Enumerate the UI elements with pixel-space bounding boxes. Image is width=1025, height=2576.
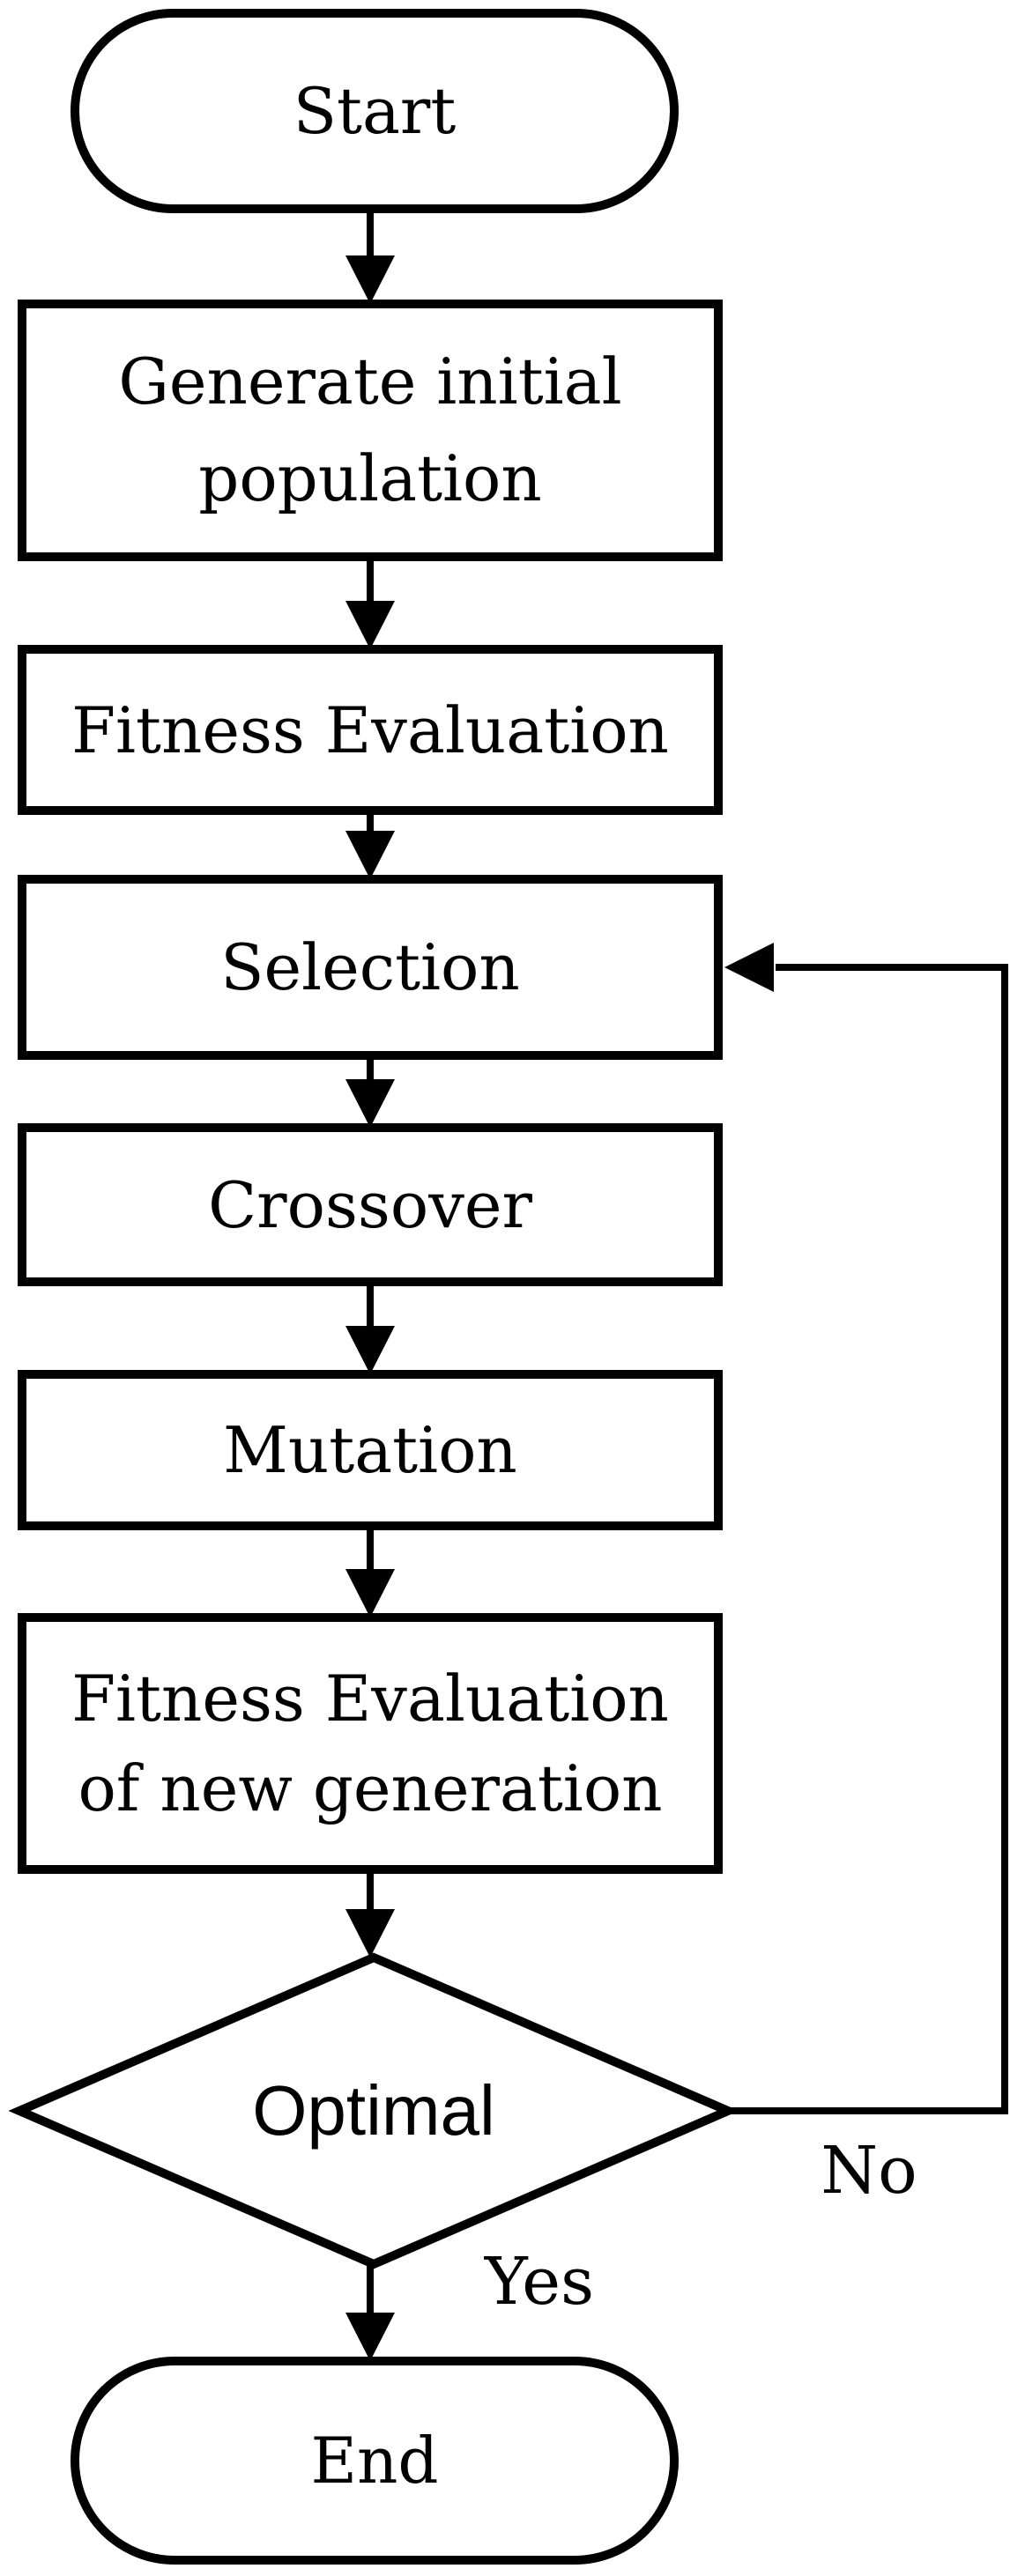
arrowhead-into-fitness2: [345, 1569, 395, 1617]
selection-box: [18, 875, 723, 1060]
arrowhead-into-generate: [345, 255, 395, 304]
arrowhead-into-fitness: [345, 601, 395, 649]
arrowhead-into-selection-top: [345, 831, 395, 879]
fitness-evaluation-box: [18, 645, 723, 815]
arrowhead-into-crossover: [345, 1079, 395, 1128]
optimal-decision-diamond: [8, 1952, 739, 2269]
arrowhead-into-mutation: [345, 1326, 395, 1374]
start-terminator-shape: [71, 9, 679, 213]
end-terminator-shape: [71, 2357, 679, 2565]
arrowhead-loop-into-selection-right: [724, 943, 774, 992]
fitness-evaluation-new-generation-box: [18, 1613, 723, 1874]
arrowhead-into-optimal: [345, 1909, 395, 1958]
generate-initial-population-box: [18, 300, 723, 561]
mutation-box: [18, 1370, 723, 1530]
arrowhead-into-end: [345, 2313, 395, 2361]
edge-optimal-no-loop-to-selection: [726, 964, 1008, 2114]
crossover-box: [18, 1123, 723, 1286]
